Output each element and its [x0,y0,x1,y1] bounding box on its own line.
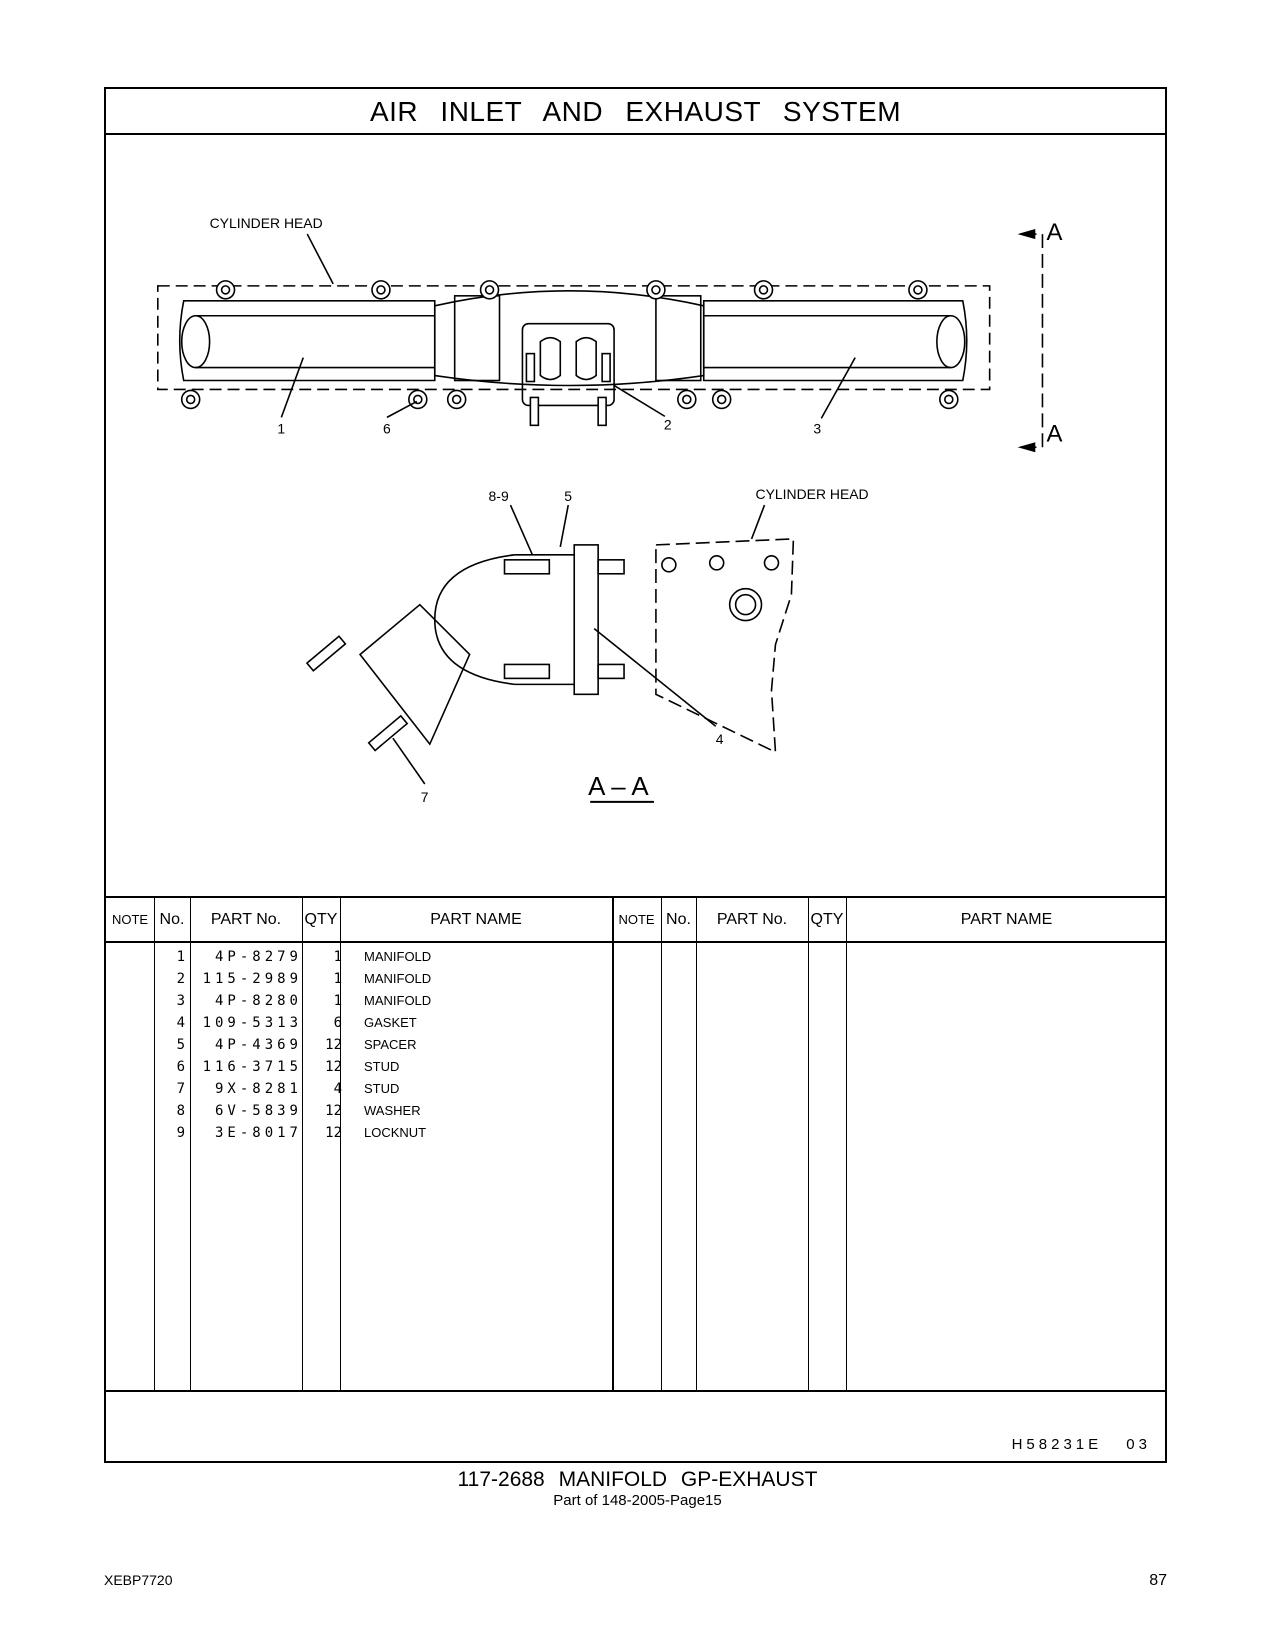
manifold-left [178,300,436,382]
row-part-name: LOCKNUT [364,1125,427,1140]
row-no: 1 [176,949,185,965]
table-row: 5 4P-4369 12 SPACER [106,1034,1165,1056]
callout-1: 1 [277,420,285,436]
row-qty: 1 [333,993,342,1009]
callout-6: 6 [383,420,391,436]
section-title: A – A [588,773,649,801]
row-part-no: 115-2989 [202,971,302,987]
slip-joint-left [453,295,501,382]
group-subcaption: Part of 148-2005-Page15 [553,1492,722,1509]
cylinder-head-label-section: CYLINDER HEAD [756,486,869,502]
row-part-no: 6V-5839 [214,1103,302,1119]
manifold-section [358,603,471,746]
row-no: 5 [176,1037,185,1053]
row-part-no: 116-3715 [202,1059,302,1075]
table-row: 8 6V-5839 12 WASHER [106,1100,1165,1122]
row-qty: 12 [325,1103,342,1119]
row-part-no: 9X-8281 [214,1081,302,1097]
row-part-name: STUD [364,1059,400,1074]
row-part-name: MANIFOLD [364,993,432,1008]
spacer-section [573,544,599,696]
header-part-no: PART No. [210,911,282,928]
illustration-code: H58231E 03 [1011,1436,1151,1453]
row-part-name: GASKET [364,1015,417,1030]
header-note-right: NOTE [618,912,655,927]
callout-5: 5 [564,488,572,504]
row-no: 3 [176,993,185,1009]
row-part-name: MANIFOLD [364,949,432,964]
parts-page-frame: AIR INLET AND EXHAUST SYSTEM [104,87,1167,1463]
row-qty: 1 [333,949,342,965]
callout-3: 3 [813,420,821,436]
table-row: 4 109-5313 6 GASKET [106,1012,1165,1034]
header-part-name-right: PART NAME [960,911,1053,928]
header-qty: QTY [304,911,338,928]
slip-joint-right [655,295,702,382]
group-caption: 117-2688 MANIFOLD GP-EXHAUST [457,1468,818,1491]
row-part-name: MANIFOLD [364,971,432,986]
row-qty: 12 [325,1125,342,1141]
header-part-no-right: PART No. [716,911,788,928]
table-row: 9 3E-8017 12 LOCKNUT [106,1122,1165,1144]
row-part-name: STUD [364,1081,400,1096]
row-qty: 1 [333,971,342,987]
row-no: 7 [176,1081,185,1097]
cylinder-head-section [655,538,795,754]
row-part-no: 109-5313 [202,1015,302,1031]
row-qty: 12 [325,1037,342,1053]
header-no: No. [159,911,185,928]
row-no: 9 [176,1125,185,1141]
page-number: 87 [1149,1572,1167,1589]
table-row: 2 115-2989 1 MANIFOLD [106,968,1165,990]
row-part-name: SPACER [364,1037,417,1052]
cylinder-head-label-top: CYLINDER HEAD [210,215,323,231]
row-qty: 4 [333,1081,342,1097]
row-part-no: 4P-8280 [214,993,302,1009]
illustration-code-strip: H58231E 03 [106,1390,1165,1463]
row-no: 4 [176,1015,185,1031]
row-qty: 12 [325,1059,342,1075]
manifold-center [433,290,705,387]
exploded-illustration: CYLINDER HEAD A A 1 6 2 3 CYLINDER HEAD … [106,135,1165,896]
section-marker-top: A [1046,219,1062,246]
callout-7: 7 [421,789,429,805]
callout-2: 2 [664,416,672,432]
section-marker-bottom: A [1046,420,1062,447]
header-part-name: PART NAME [430,911,522,928]
header-note: NOTE [111,912,149,927]
manifold-right [702,300,968,382]
turbo-flange [521,322,615,407]
row-part-name: WASHER [364,1103,421,1118]
table-row: 7 9X-8281 4 STUD [106,1078,1165,1100]
cylinder-head-outline [157,285,991,391]
header-qty-right: QTY [810,911,844,928]
callout-4: 4 [716,731,724,747]
table-row: 1 4P-8279 1 MANIFOLD [106,946,1165,968]
table-row: 3 4P-8280 1 MANIFOLD [106,990,1165,1012]
parts-table: NOTE No. PART No. QTY PART NAME NOTE No.… [106,896,1165,1390]
page-title: AIR INLET AND EXHAUST SYSTEM [106,89,1165,135]
header-no-right: No. [666,911,691,928]
document-id: XEBP7720 [104,1572,173,1588]
row-part-no: 4P-4369 [214,1037,302,1053]
callout-8-9: 8-9 [489,488,509,504]
table-header: NOTE No. PART No. QTY PART NAME NOTE No.… [106,898,1165,943]
row-no: 8 [176,1103,185,1119]
row-part-no: 3E-8017 [214,1125,302,1141]
row-part-no: 4P-8279 [214,949,302,965]
row-no: 2 [176,971,185,987]
table-row: 6 116-3715 12 STUD [106,1056,1165,1078]
row-no: 6 [176,1059,185,1075]
row-qty: 6 [333,1015,342,1031]
